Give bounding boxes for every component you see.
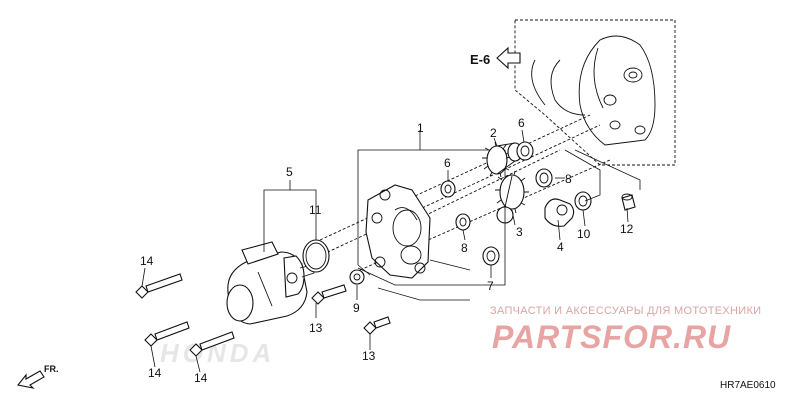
diagram-code: HR7AE0610 [720,380,776,391]
callout-7: 7 [487,279,494,293]
pump-housing [365,184,431,279]
bearing-10 [574,191,592,211]
bearing-6-lower [440,180,456,198]
o-ring-11 [302,239,330,273]
callout-12: 12 [620,222,634,236]
crankcase-outline [514,19,676,166]
bearing-8-lower [455,213,471,231]
dowel-12 [621,193,636,211]
bolt-14-bottom [189,331,235,357]
washer-9 [349,269,365,285]
callout-9: 9 [353,301,360,315]
front-label: FR. [44,364,59,374]
callout-6-lower: 6 [444,156,451,170]
callout-6-upper: 6 [518,116,525,130]
bearing-6-upper [516,141,534,161]
gear-3 [495,170,529,224]
e6-label: E-6 [470,52,490,67]
callout-13-lower: 13 [362,349,376,363]
callout-11: 11 [309,203,322,217]
leader-lines [141,129,641,373]
e6-reference: E-6 [470,46,521,70]
callout-2: 2 [490,126,497,140]
callout-14-top: 14 [140,254,154,268]
callout-13-upper: 13 [309,321,323,335]
bolt-14-middle [144,321,190,347]
callout-14-bottom: 14 [194,371,208,385]
watermark: ЗАПЧАСТИ И АКСЕССУАРЫ ДЛЯ МОТОТЕХНИКИ PA… [490,305,761,355]
callout-labels: 1 2 3 4 5 6 6 7 8 8 9 10 11 12 13 13 14 … [140,116,634,385]
callout-1: 1 [417,121,424,135]
group-bracket-5 [263,180,317,252]
bolt-14-top [135,273,183,299]
callout-10: 10 [577,227,591,241]
callout-4: 4 [557,240,564,254]
front-arrow: FR. [17,364,59,389]
bolt-13-lower [363,316,391,335]
callout-8-lower: 8 [461,241,468,255]
arm-4 [544,198,575,227]
callout-3: 3 [516,225,523,239]
bearing-8-upper [535,168,553,188]
callout-14-middle: 14 [148,366,162,380]
motor-5 [226,241,315,325]
watermark-logo: PARTSFOR.RU [492,319,731,355]
watermark-tagline: ЗАПЧАСТИ И АКСЕССУАРЫ ДЛЯ МОТОТЕХНИКИ [490,305,761,317]
bolt-13-upper [311,284,347,305]
callout-5: 5 [286,165,293,179]
bearing-7 [482,246,500,266]
callout-8-upper: 8 [565,172,572,186]
